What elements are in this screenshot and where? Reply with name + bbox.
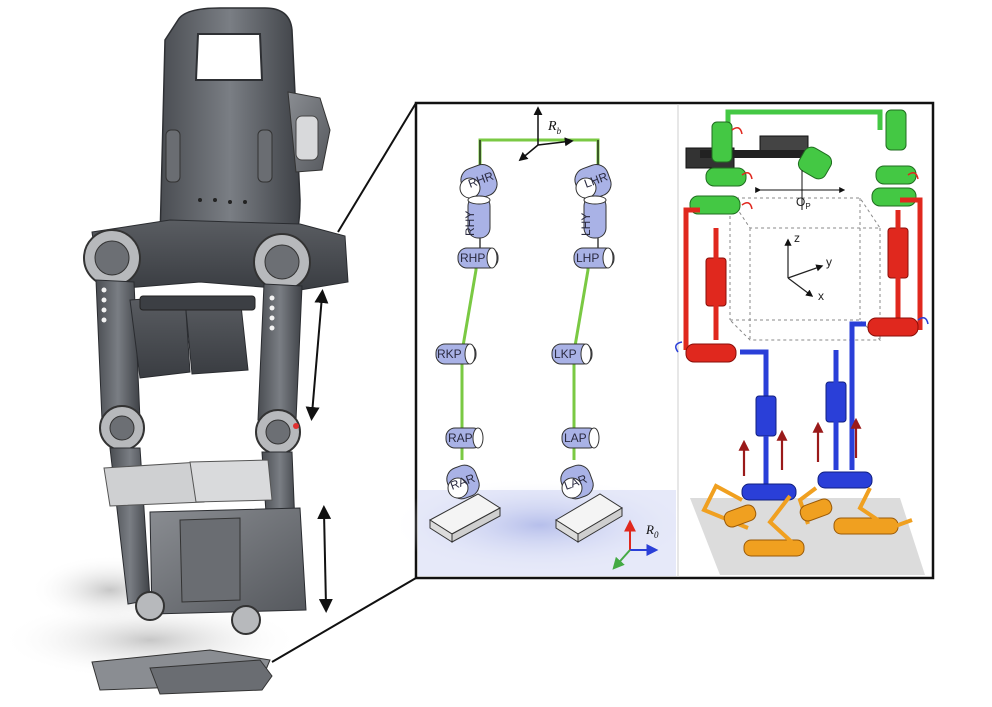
kinematic-diagram: Rb RHR RHY RHP RKP RAP RAR <box>390 106 690 576</box>
left-shin-strap <box>103 461 205 507</box>
force-arrows <box>738 417 862 476</box>
left-thigh-leds <box>101 287 107 323</box>
back-rest-slot-left <box>165 129 181 183</box>
world-frame-label: R0 <box>645 522 659 540</box>
world-frame: R0 <box>612 519 659 570</box>
joint-rap-label: RAP <box>448 431 473 445</box>
axis-x-label: x <box>818 289 824 303</box>
pelvis-origin-label: OP <box>796 195 811 211</box>
thigh-actuators <box>683 197 923 363</box>
right-foot-plate <box>149 659 273 695</box>
axis-y-label: y <box>826 255 832 269</box>
axis-z-label: z <box>794 231 800 245</box>
actuator-3d-render: OP z y x <box>675 109 929 575</box>
zoom-line-bottom <box>271 577 417 663</box>
right-leg-joints: RHR RHY RHP RKP RAP RAR <box>429 164 501 543</box>
joint-lhp-label: LHP <box>576 251 599 265</box>
zoom-line-top <box>337 102 417 233</box>
right-thigh-leds <box>269 295 275 331</box>
thigh-length-arrow <box>305 289 329 421</box>
joint-rkp-label: RKP <box>437 347 462 361</box>
back-rest-handle-hole <box>194 33 264 81</box>
side-handle-grip <box>295 115 319 161</box>
base-frame-label: Rb <box>547 119 562 136</box>
right-ankle-joint <box>231 605 261 635</box>
left-ankle-joint <box>135 591 165 621</box>
shank-length-arrow <box>317 505 333 613</box>
joint-lap-label: LAP <box>564 431 587 445</box>
joint-rhy-label: RHY <box>463 211 477 236</box>
base-frame: Rb <box>518 106 574 162</box>
exoskeleton-render <box>0 7 349 695</box>
foot-actuators <box>701 483 913 557</box>
joint-lkp-label: LKP <box>554 347 577 361</box>
back-rest-slot-right <box>257 129 273 183</box>
right-thigh <box>257 283 303 421</box>
right-shin-strap <box>189 459 273 503</box>
left-leg-joints: LHR LHY LHP LKP LAP LAR <box>551 164 623 543</box>
hip-actuators <box>689 109 917 215</box>
joint-rhp-label: RHP <box>460 251 485 265</box>
joint-lhy-label: LHY <box>579 213 593 236</box>
axes-3d <box>784 238 824 297</box>
